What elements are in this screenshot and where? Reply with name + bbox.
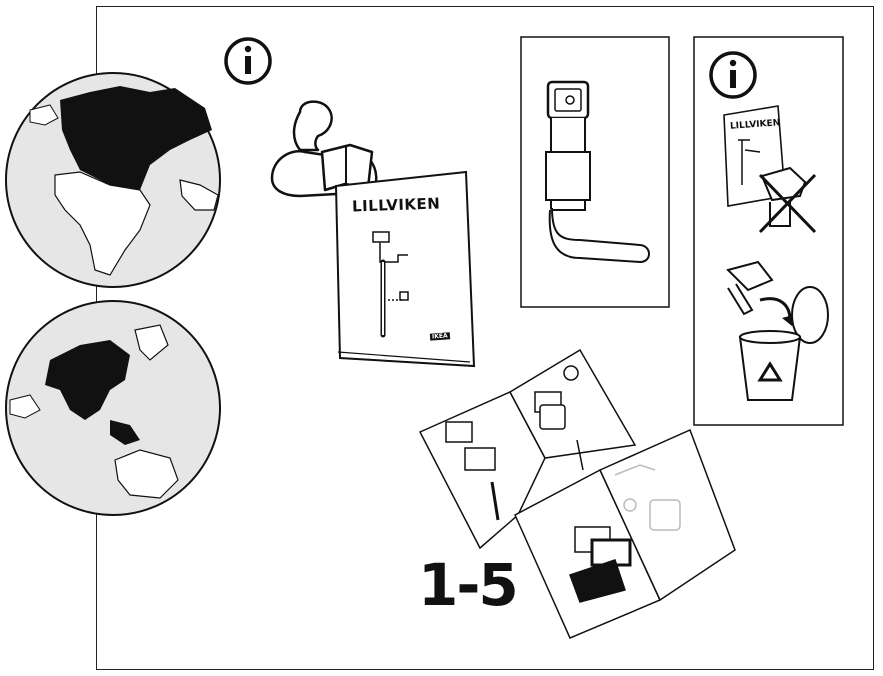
reading-person-icon (270, 100, 378, 198)
manual-booklet (334, 170, 476, 368)
recycle-icon (757, 361, 783, 382)
step-range-label: 1-5 (418, 551, 519, 619)
product-name-label: LILLVIKEN (351, 194, 441, 216)
globe-asia-australia (5, 300, 221, 516)
instruction-booklet-open (418, 348, 736, 639)
brand-logo: IKEA (429, 332, 450, 341)
globe-europe-africa (5, 72, 221, 288)
info-circle-icon (224, 37, 272, 85)
info-side-panel (693, 36, 844, 426)
product-illustration-panel (520, 36, 670, 308)
